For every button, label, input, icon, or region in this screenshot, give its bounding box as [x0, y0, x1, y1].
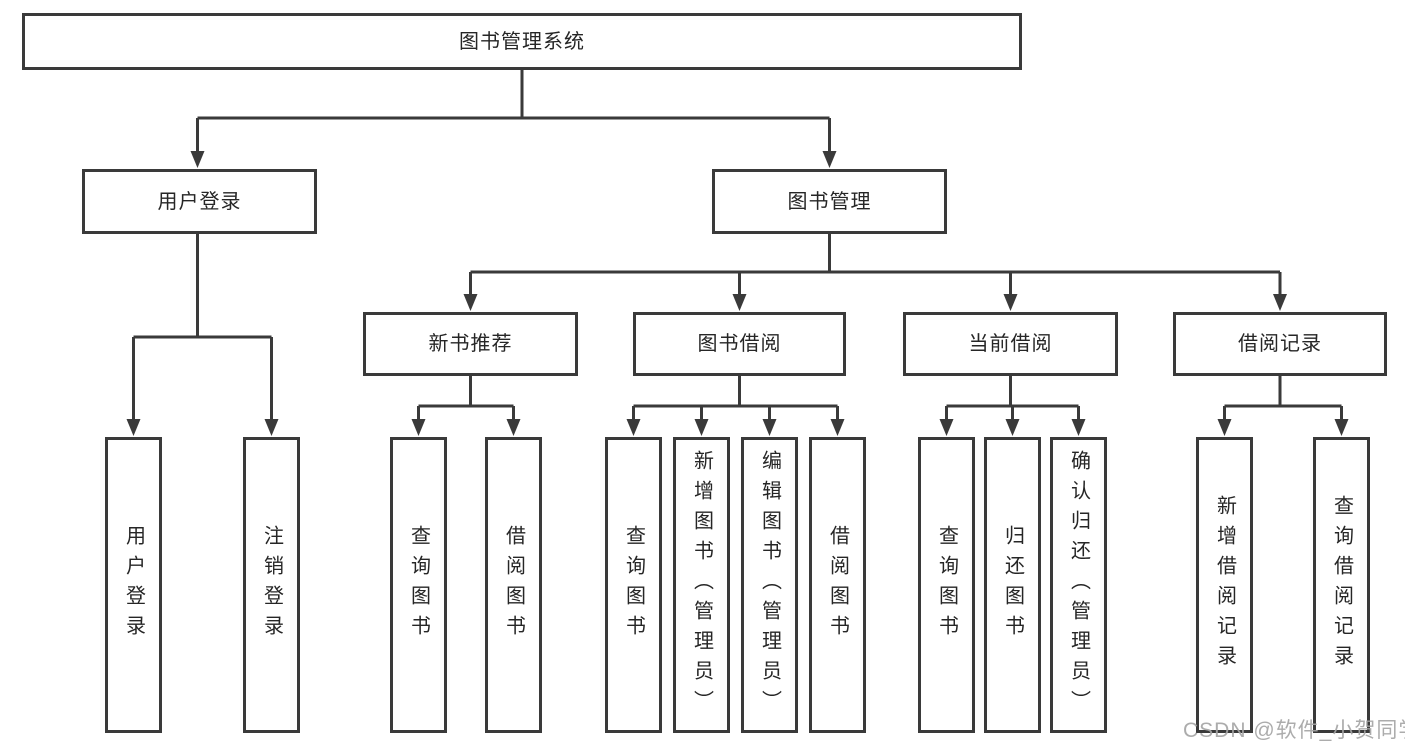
node-current-borrowing: 当前借阅 [903, 312, 1118, 376]
leaf-return-book: 归还图书 [984, 437, 1041, 733]
node-book-management: 图书管理 [712, 169, 947, 234]
leaf-query-borrow-record: 查询借阅记录 [1313, 437, 1370, 733]
leaf-add-borrow-record: 新增借阅记录 [1196, 437, 1253, 733]
node-user-login: 用户登录 [82, 169, 317, 234]
leaf-query-book-recommend: 查询图书 [390, 437, 447, 733]
leaf-query-book-current: 查询图书 [918, 437, 975, 733]
leaf-borrow-book: 借阅图书 [809, 437, 866, 733]
leaf-query-book-borrowing: 查询图书 [605, 437, 662, 733]
leaf-confirm-return-admin: 确认归还（管理员） [1050, 437, 1107, 733]
node-borrow-records: 借阅记录 [1173, 312, 1387, 376]
csdn-watermark: CSDN @软件_小贺同学 [1183, 719, 1405, 742]
leaf-borrow-book-recommend: 借阅图书 [485, 437, 542, 733]
leaf-logout-login: 注销登录 [243, 437, 300, 733]
node-new-book-recommend: 新书推荐 [363, 312, 578, 376]
node-book-borrowing: 图书借阅 [633, 312, 846, 376]
leaf-user-login: 用户登录 [105, 437, 162, 733]
leaf-edit-book-admin: 编辑图书（管理员） [741, 437, 798, 733]
leaf-add-book-admin: 新增图书（管理员） [673, 437, 730, 733]
node-library-management-system: 图书管理系统 [22, 13, 1022, 70]
